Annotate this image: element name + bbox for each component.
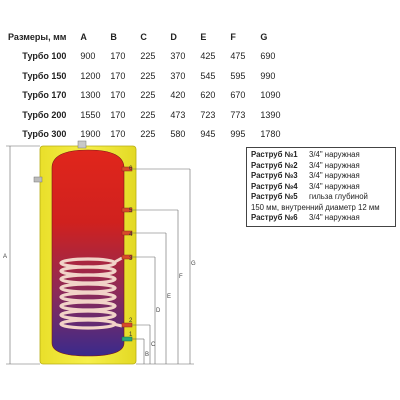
- table-cell: 1200: [80, 70, 101, 81]
- port-stubs: [121, 166, 133, 328]
- table-cell: 475: [230, 51, 246, 62]
- table-cell: 225: [140, 70, 156, 81]
- table-cell: 170: [110, 90, 126, 101]
- table-header-label: Размеры, мм: [8, 31, 67, 42]
- table-cell: 990: [260, 70, 276, 81]
- legend-item: Раструб №1 3/4" наружная: [251, 150, 391, 161]
- port-label-2: 2: [129, 318, 133, 324]
- dim-label-G: G: [191, 261, 196, 267]
- table-cell: 1300: [80, 90, 101, 101]
- dimension-lines: [6, 145, 194, 365]
- legend-item-name: Раструб №2: [251, 160, 298, 170]
- dimensions-table: Размеры, мм A B C D E F G Турбо 100 900 …: [8, 27, 290, 144]
- dim-label-E: E: [167, 294, 171, 300]
- column-header: F: [230, 31, 236, 42]
- legend-item: Раструб №5 гильза глубиной: [251, 192, 391, 203]
- table-row: Турбо 170 1300 170 225 420 620 670 1090: [8, 86, 290, 106]
- ports-legend: Раструб №1 3/4" наружная Раструб №2 3/4" н…: [246, 147, 396, 227]
- model-name: Турбо 100: [22, 51, 67, 62]
- column-header: E: [200, 31, 207, 42]
- legend-item-name: Раструб №3: [251, 171, 298, 180]
- table-cell: 670: [230, 90, 246, 101]
- column-header: A: [80, 31, 87, 42]
- table-cell: 225: [140, 129, 156, 140]
- table-cell: 170: [110, 109, 126, 120]
- table-cell: 995: [230, 129, 246, 140]
- model-name: Турбо 170: [22, 90, 67, 101]
- table-cell: 170: [110, 51, 126, 62]
- legend-item: Раструб №2 3/4" наружная: [251, 161, 391, 172]
- dim-label-B: B: [145, 352, 149, 358]
- table-cell: 580: [170, 129, 186, 140]
- table-cell: 620: [200, 90, 216, 101]
- legend-item: Раструб №6 3/4" наружная: [251, 213, 391, 224]
- table-cell: 690: [260, 51, 276, 62]
- port-label-6: 6: [129, 166, 133, 172]
- table-cell: 370: [170, 70, 186, 81]
- table-cell: 225: [140, 51, 156, 62]
- model-name: Турбо 150: [22, 70, 67, 81]
- table-cell: 773: [230, 109, 246, 120]
- dim-label-A: A: [3, 254, 7, 260]
- table-cell: 473: [170, 109, 186, 120]
- table-cell: 900: [80, 51, 96, 62]
- table-cell: 595: [230, 70, 246, 81]
- table-cell: 225: [140, 90, 156, 101]
- table-cell: 1550: [80, 109, 101, 120]
- table-cell: 170: [110, 129, 126, 140]
- legend-item-continuation: 150 мм, внутренний диаметр 12 мм: [251, 203, 391, 214]
- top-outlet: [77, 140, 87, 149]
- column-header: D: [170, 31, 177, 42]
- legend-item-desc: 150 мм, внутренний диаметр 12 мм: [251, 202, 380, 212]
- dim-label-C: C: [151, 342, 156, 348]
- dim-label-F: F: [179, 274, 183, 280]
- port-label-5: 5: [129, 208, 133, 214]
- legend-item: Раструб №4 3/4" наружная: [251, 182, 391, 193]
- table-cell: 1390: [260, 109, 281, 120]
- legend-item-name: Раструб №1: [251, 150, 298, 159]
- table-header-row: Размеры, мм A B C D E F G: [8, 27, 290, 47]
- table-row: Турбо 200 1550 170 225 473 723 773 1390: [8, 105, 290, 125]
- legend-item-desc: 3/4" наружная: [309, 150, 360, 159]
- model-name: Турбо 300: [22, 129, 67, 140]
- port-label-1: 1: [129, 332, 133, 338]
- table-row: Турбо 100 900 170 225 370 425 475 690: [8, 47, 290, 67]
- legend-item-name: Раструб №5: [251, 192, 298, 201]
- column-header: B: [110, 31, 117, 42]
- table-row: Турбо 150 1200 170 225 370 545 595 990: [8, 66, 290, 86]
- table-cell: 425: [200, 51, 216, 62]
- legend-item-name: Раструб №6: [251, 213, 298, 222]
- column-header: C: [140, 31, 147, 42]
- column-header: G: [260, 31, 268, 42]
- legend-item-desc: гильза глубиной: [309, 192, 368, 201]
- legend-item-name: Раструб №4: [251, 181, 298, 191]
- legend-item-desc: 3/4" наружная: [309, 171, 360, 180]
- dim-label-D: D: [156, 308, 161, 314]
- table-cell: 723: [200, 109, 216, 120]
- model-name: Турбо 200: [22, 109, 67, 120]
- table-cell: 945: [200, 129, 216, 140]
- table-cell: 1900: [80, 129, 101, 140]
- table-cell: 170: [110, 70, 126, 81]
- legend-item-desc: 3/4" наружная: [309, 160, 360, 170]
- table-cell: 370: [170, 51, 186, 62]
- heating-coil: [59, 257, 117, 330]
- legend-item-desc: 3/4" наружная: [309, 181, 360, 191]
- table-cell: 225: [140, 109, 156, 120]
- table-cell: 545: [200, 70, 216, 81]
- table-cell: 420: [170, 90, 186, 101]
- table-row: Турбо 300 1900 170 225 580 945 995 1780: [8, 125, 290, 145]
- coil-leads: [112, 256, 123, 328]
- port-label-4: 4: [129, 232, 133, 238]
- port-label-3: 3: [129, 256, 133, 262]
- side-fitting: [33, 176, 43, 183]
- table-cell: 1090: [260, 90, 281, 101]
- legend-item-desc: 3/4" наружная: [309, 213, 360, 222]
- legend-item: Раструб №3 3/4" наружная: [251, 171, 391, 182]
- table-cell: 1780: [260, 129, 281, 140]
